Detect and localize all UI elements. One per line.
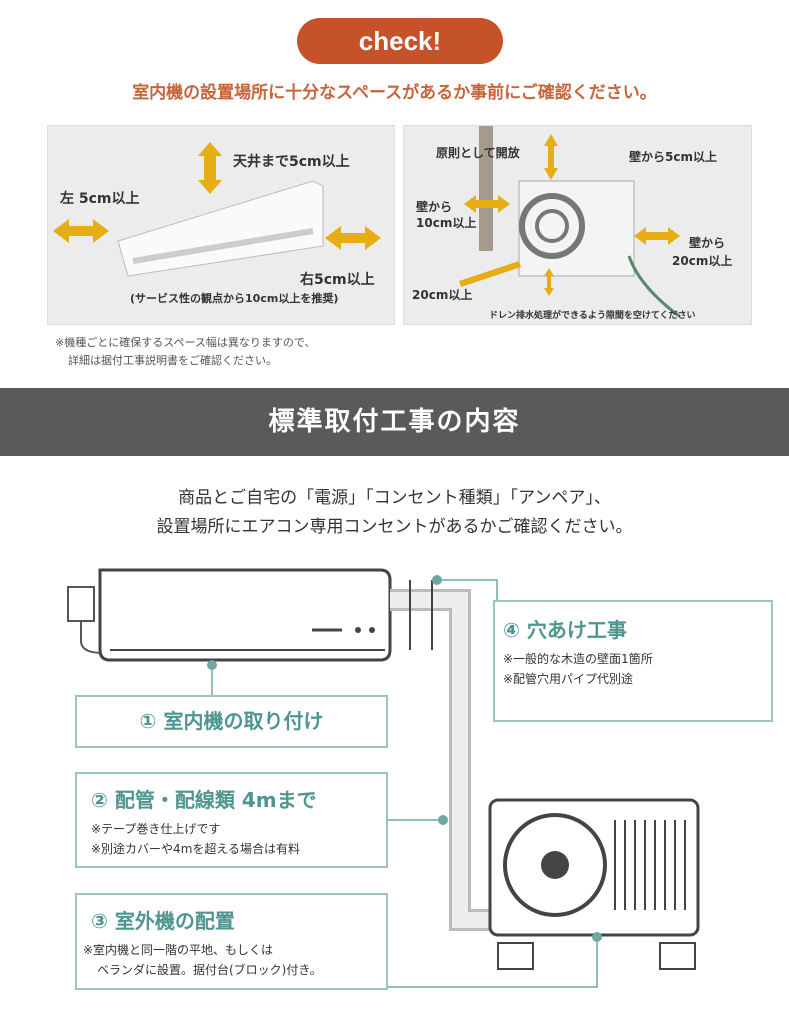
step-note: ※室内機と同一階の平地、もしくは bbox=[83, 943, 274, 957]
label-right-note: (サービス性の観点から10cm以上を推奨) bbox=[130, 292, 339, 305]
indoor-unit bbox=[98, 568, 392, 662]
label-right-2: 20cm以上 bbox=[672, 254, 733, 268]
label-left-2: 10cm以上 bbox=[416, 216, 477, 230]
outlet-icon bbox=[67, 586, 95, 622]
step-title: ① 室内機の取り付け bbox=[139, 709, 324, 733]
outdoor-space-panel: 原則として開放 壁から5cm以上 壁から 10cm以上 壁から 20cm以上 2… bbox=[403, 125, 752, 325]
step-title: ③ 室外機の配置 bbox=[91, 909, 235, 933]
label-top: 原則として開放 bbox=[436, 146, 520, 160]
step-outdoor-placement: ③ 室外機の配置 ※室内機と同一階の平地、もしくは ベランダに設置。据付台(ブロ… bbox=[75, 893, 388, 990]
check-subtitle: 室内機の設置場所に十分なスペースがあるか事前にご確認ください。 bbox=[132, 83, 657, 103]
label-right: 右5cm以上 bbox=[300, 272, 375, 288]
arrow-icons bbox=[53, 142, 381, 250]
section-title: 標準取付工事の内容 bbox=[0, 388, 789, 456]
step-title: ④ 穴あけ工事 bbox=[503, 618, 627, 642]
label-front: 20cm以上 bbox=[412, 288, 473, 302]
intro-line-1: 商品とご自宅の「電源」「コンセント種類」「アンペア」、 bbox=[178, 488, 611, 508]
step-note: ※配管穴用パイプ代別途 bbox=[503, 672, 634, 686]
intro-line-2: 設置場所にエアコン専用コンセントがあるかご確認ください。 bbox=[156, 517, 633, 537]
step-indoor-install: ① 室内機の取り付け bbox=[75, 695, 388, 748]
step-piping: ② 配管・配線類 4mまで ※テープ巻き仕上げです ※別途カバーや4mを超える場… bbox=[75, 772, 388, 868]
step-note: ※一般的な木造の壁面1箇所 bbox=[503, 652, 653, 666]
label-right-1: 壁から bbox=[689, 236, 726, 250]
label-left-1: 壁から bbox=[416, 200, 453, 214]
label-left: 左 5cm以上 bbox=[60, 191, 140, 207]
step-note: ベランダに設置。据付台(ブロック)付き。 bbox=[97, 963, 322, 977]
check-badge: check! bbox=[297, 18, 503, 64]
label-top-right: 壁から5cm以上 bbox=[629, 150, 717, 164]
installation-diagram bbox=[67, 568, 700, 988]
space-note-1: ※機種ごとに確保するスペース幅は異なりますので、 bbox=[55, 336, 316, 349]
indoor-space-panel: 天井まで5cm以上 左 5cm以上 右5cm以上 (サービス性の観点から10cm… bbox=[47, 125, 395, 325]
indoor-unit-illustration bbox=[53, 142, 381, 277]
label-bottom: ドレン排水処理ができるよう隙間を空けてください bbox=[489, 311, 696, 321]
step-wall-drilling: ④ 穴あけ工事 ※一般的な木造の壁面1箇所 ※配管穴用パイプ代別途 bbox=[493, 600, 773, 722]
outdoor-unit-illustration bbox=[459, 126, 680, 318]
step-note: ※テープ巻き仕上げです bbox=[91, 822, 221, 836]
piping bbox=[390, 589, 490, 931]
step-title: ② 配管・配線類 4mまで bbox=[91, 788, 317, 812]
step-note: ※別途カバーや4mを超える場合は有料 bbox=[91, 842, 301, 856]
space-note-2: 詳細は据付工事説明書をご確認ください。 bbox=[68, 354, 277, 367]
label-top: 天井まで5cm以上 bbox=[233, 154, 350, 170]
